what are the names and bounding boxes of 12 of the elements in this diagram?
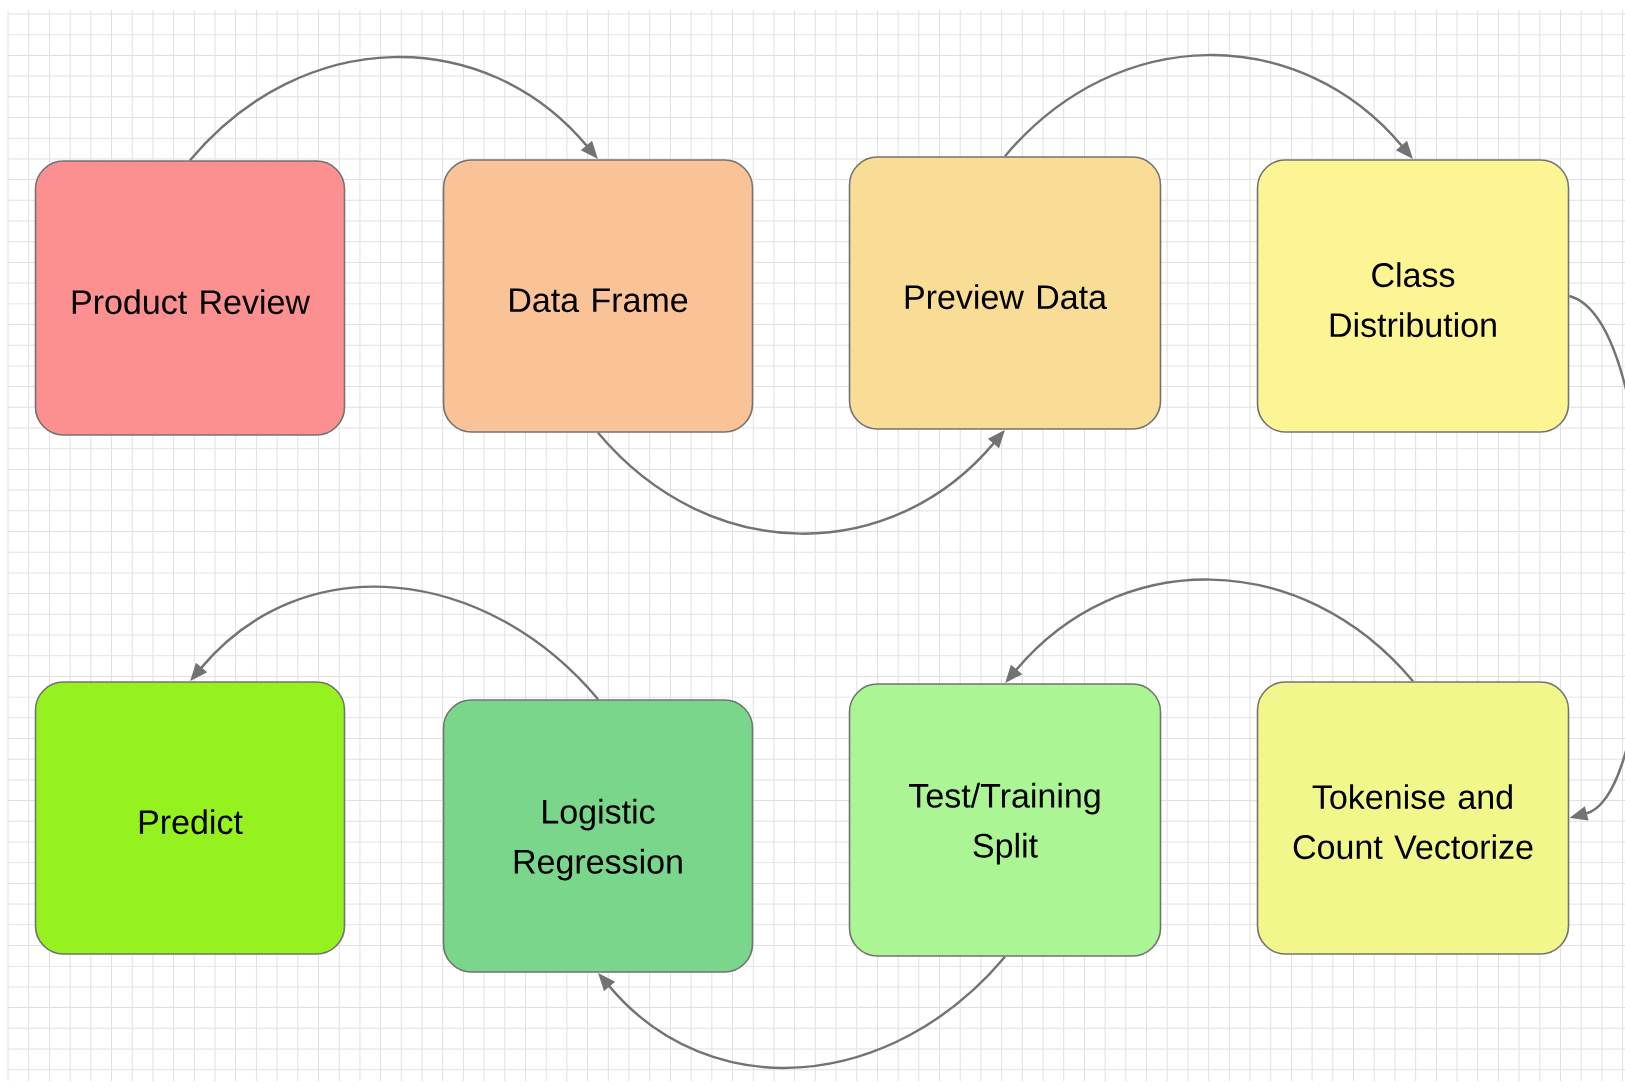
arrow <box>189 55 598 162</box>
arrow <box>190 586 599 701</box>
process-box: Predict <box>34 681 346 955</box>
process-box: Data Frame <box>442 159 754 433</box>
arrow <box>598 955 1006 1069</box>
arrow <box>1568 295 1625 821</box>
process-box: Test/Training Split <box>848 683 1162 957</box>
process-box: Class Distribution <box>1256 159 1570 433</box>
process-box: Preview Data <box>848 156 1162 430</box>
process-box: Logistic Regression <box>442 699 754 973</box>
process-box: Product Review <box>34 160 346 436</box>
process-box: Tokenise and Count Vectorize <box>1256 681 1570 955</box>
